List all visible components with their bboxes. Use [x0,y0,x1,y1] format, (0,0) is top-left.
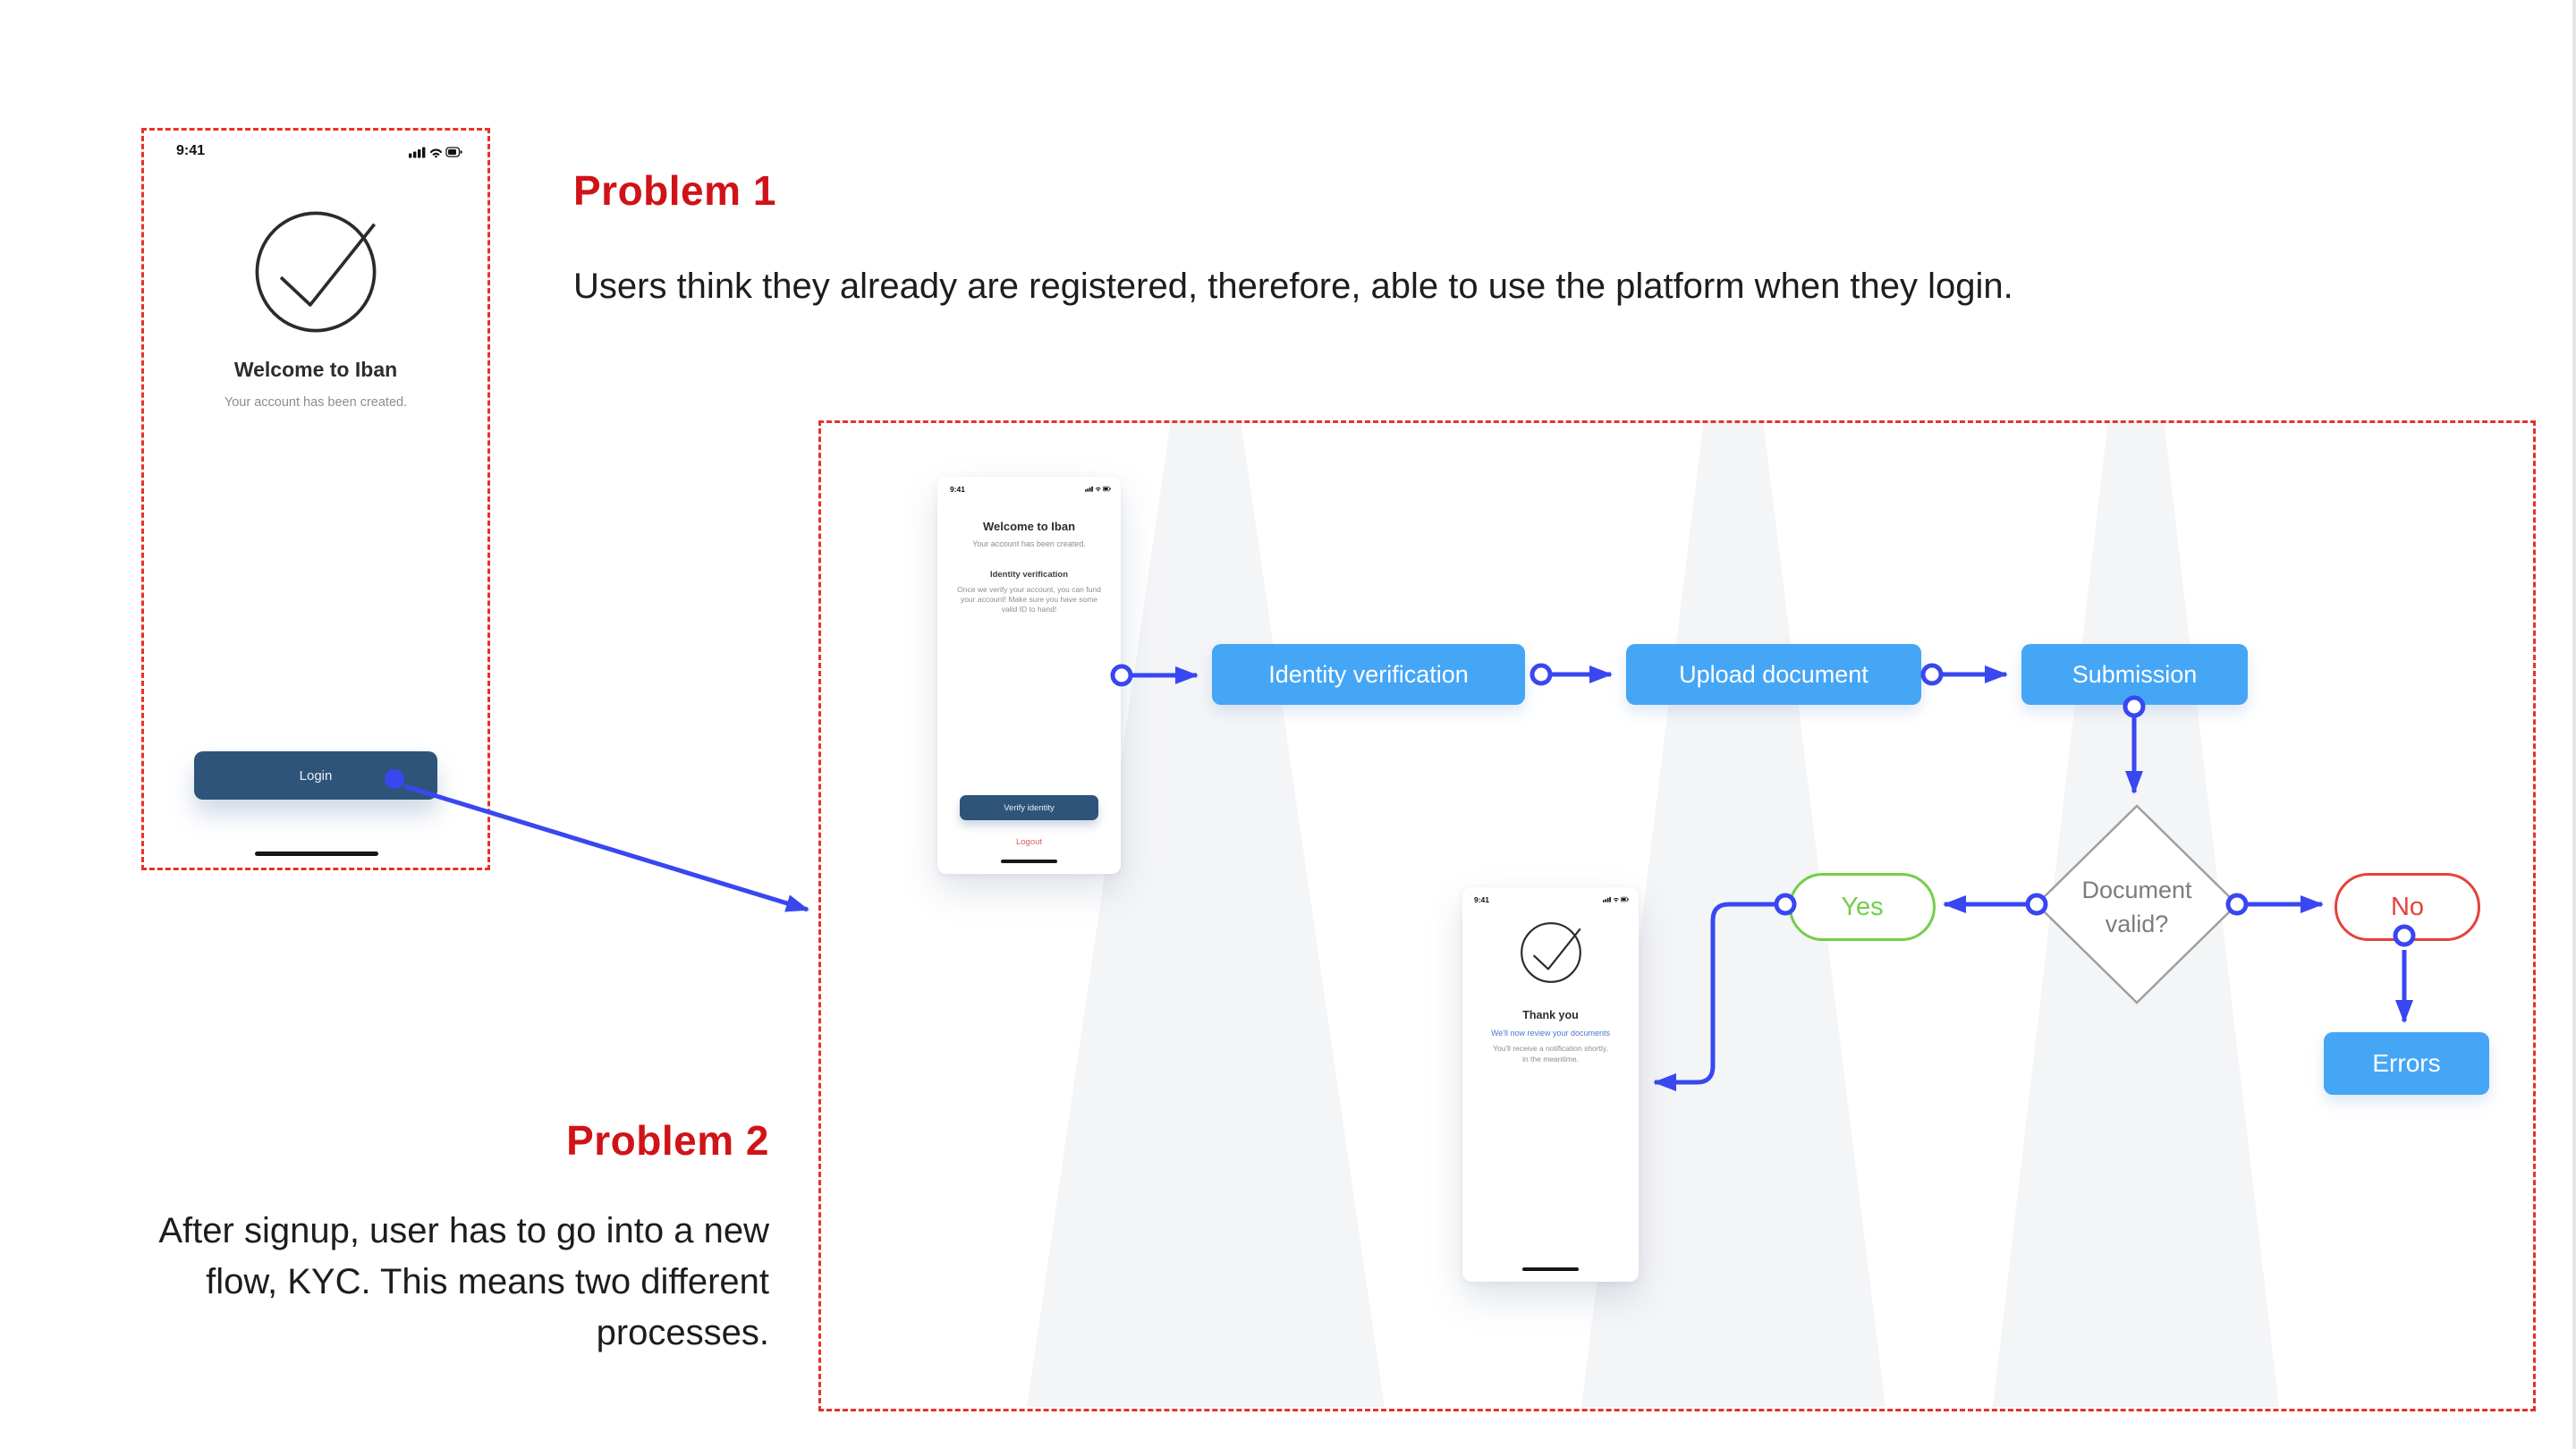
status-time: 9:41 [176,143,206,158]
logout-link[interactable]: Logout [1015,837,1043,847]
home-indicator [255,852,378,856]
flow-node-identity-verification[interactable]: Identity verification [1212,644,1525,705]
signup-phone-frame: 9:41 Welcome to Iban Your account has be… [141,128,490,870]
home-indicator [1522,1267,1579,1271]
decision-no-pill[interactable]: No [2334,873,2480,941]
kyc-intro-phone: 9:41 Welcome to Iban Your account has be… [937,477,1121,874]
problem2-heading: Problem 2 [566,1117,769,1164]
watermark-shape [1993,423,2279,1407]
review-body-line2: in the meantime. [1522,1055,1579,1063]
welcome-subtitle: Your account has been created. [224,395,408,410]
status-time: 9:41 [1474,895,1490,904]
review-body-line1: You'll receive a notification shortly, [1493,1044,1608,1053]
problem2-description: After signup, user has to go into a new … [158,1211,769,1352]
verify-identity-button[interactable]: Verify identity [960,795,1098,820]
problem1-description: Users think they already are registered,… [573,267,2013,306]
signal-icon [409,147,426,158]
battery-icon [445,147,462,157]
welcome-title: Welcome to Iban [982,520,1076,533]
flow-node-errors[interactable]: Errors [2324,1032,2489,1095]
status-icons [409,147,462,158]
success-check-icon [1521,922,1581,983]
identity-verification-heading: Identity verification [989,570,1069,580]
welcome-title: Welcome to Iban [233,358,398,381]
flow-node-submission[interactable]: Submission [2021,644,2248,705]
identity-verification-body: Once we verify your account, you can fun… [957,585,1101,614]
status-icons [1603,896,1629,902]
wifi-icon [429,148,443,158]
thank-you-title: Thank you [1522,1009,1579,1021]
status-icons [1085,486,1111,492]
login-button[interactable]: Login [194,751,437,800]
home-indicator [1001,860,1057,863]
welcome-subtitle: Your account has been created. [972,539,1086,548]
problem1-heading: Problem 1 [573,167,776,214]
decision-yes-pill[interactable]: Yes [1789,873,1936,941]
status-time: 9:41 [950,485,966,494]
review-subtitle: We'll now review your documents [1490,1029,1611,1038]
canvas-edge [2572,0,2576,1449]
flow-node-upload-document[interactable]: Upload document [1626,644,1921,705]
review-thankyou-phone: 9:41 Thank you We'll now review your doc… [1462,887,1639,1282]
success-check-icon [255,211,377,333]
